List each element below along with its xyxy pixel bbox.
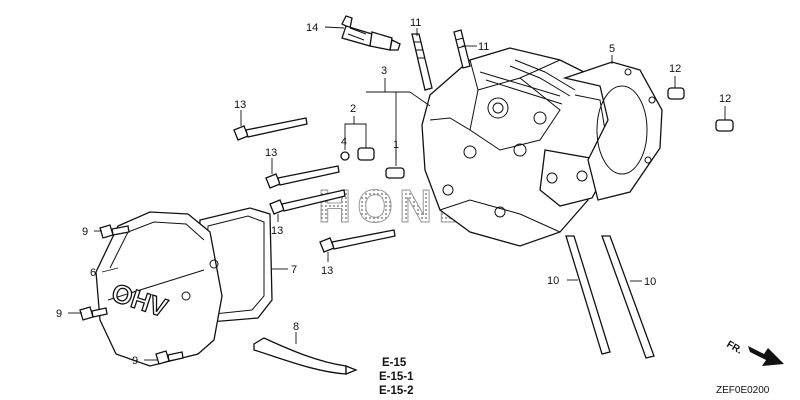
front-direction-marker: FR. [725,339,784,366]
callout-1: 1 [393,139,399,151]
breather-tube [253,337,347,375]
head-bolt-1 [233,117,308,141]
callout-2: 2 [350,103,356,115]
head-cover: OHV [95,211,223,367]
cover-bolt-2 [79,306,108,321]
push-rod-1 [565,235,611,355]
callout-14: 14 [306,22,318,34]
callout-8: 8 [293,321,299,333]
callout-13-a: 13 [234,99,246,111]
callout-13-b: 13 [265,147,277,159]
callout-9-b: 9 [56,308,62,320]
reference-e-15-2[interactable]: E-15-2 [379,385,414,397]
callout-12-a: 12 [669,63,681,75]
dowel-collar [357,147,375,161]
callout-12-b: 12 [719,93,731,105]
head-bolt-2 [265,165,340,189]
callout-13-c: 13 [271,225,283,237]
reference-e-15[interactable]: E-15 [382,357,407,369]
callout-3: 3 [381,65,387,77]
cover-bolt-3 [155,350,184,365]
callouts: 14 11 11 5 12 12 3 2 4 1 13 13 13 13 9 9… [56,17,731,367]
stud-bolt-2 [453,29,471,69]
callout-7: 7 [291,264,297,276]
callout-6: 6 [90,267,96,279]
callout-13-d: 13 [321,265,333,277]
reference-e-15-1[interactable]: E-15-1 [379,371,414,383]
cylinder-head [421,47,613,247]
callout-10-a: 10 [547,275,559,287]
callout-5: 5 [609,43,615,55]
leader-lines [68,26,726,361]
reference-arrow [345,365,358,375]
callout-10-b: 10 [644,276,656,288]
push-rod-2 [601,235,655,359]
o-ring [340,151,350,161]
front-label: FR. [725,339,745,357]
callout-9-a: 9 [82,226,88,238]
diagram-code: ZEF0E0200 [716,385,770,396]
cover-bolt-1 [99,224,130,239]
dowel-pin-2 [715,119,734,132]
reference-codes[interactable]: E-15 E-15-1 E-15-2 [345,357,414,397]
head-bolt-3 [269,189,346,215]
dowel-pin-1 [667,87,685,100]
callout-11-b: 11 [478,41,489,53]
head-gasket [562,61,663,201]
spark-plug [341,15,401,51]
front-arrow-icon [748,346,784,366]
callout-4: 4 [341,136,347,148]
guide-collar [385,167,405,179]
stud-bolt-1 [411,33,433,91]
callout-9-c: 9 [132,355,138,367]
head-bolt-4 [319,229,396,253]
callout-11-a: 11 [410,17,421,29]
